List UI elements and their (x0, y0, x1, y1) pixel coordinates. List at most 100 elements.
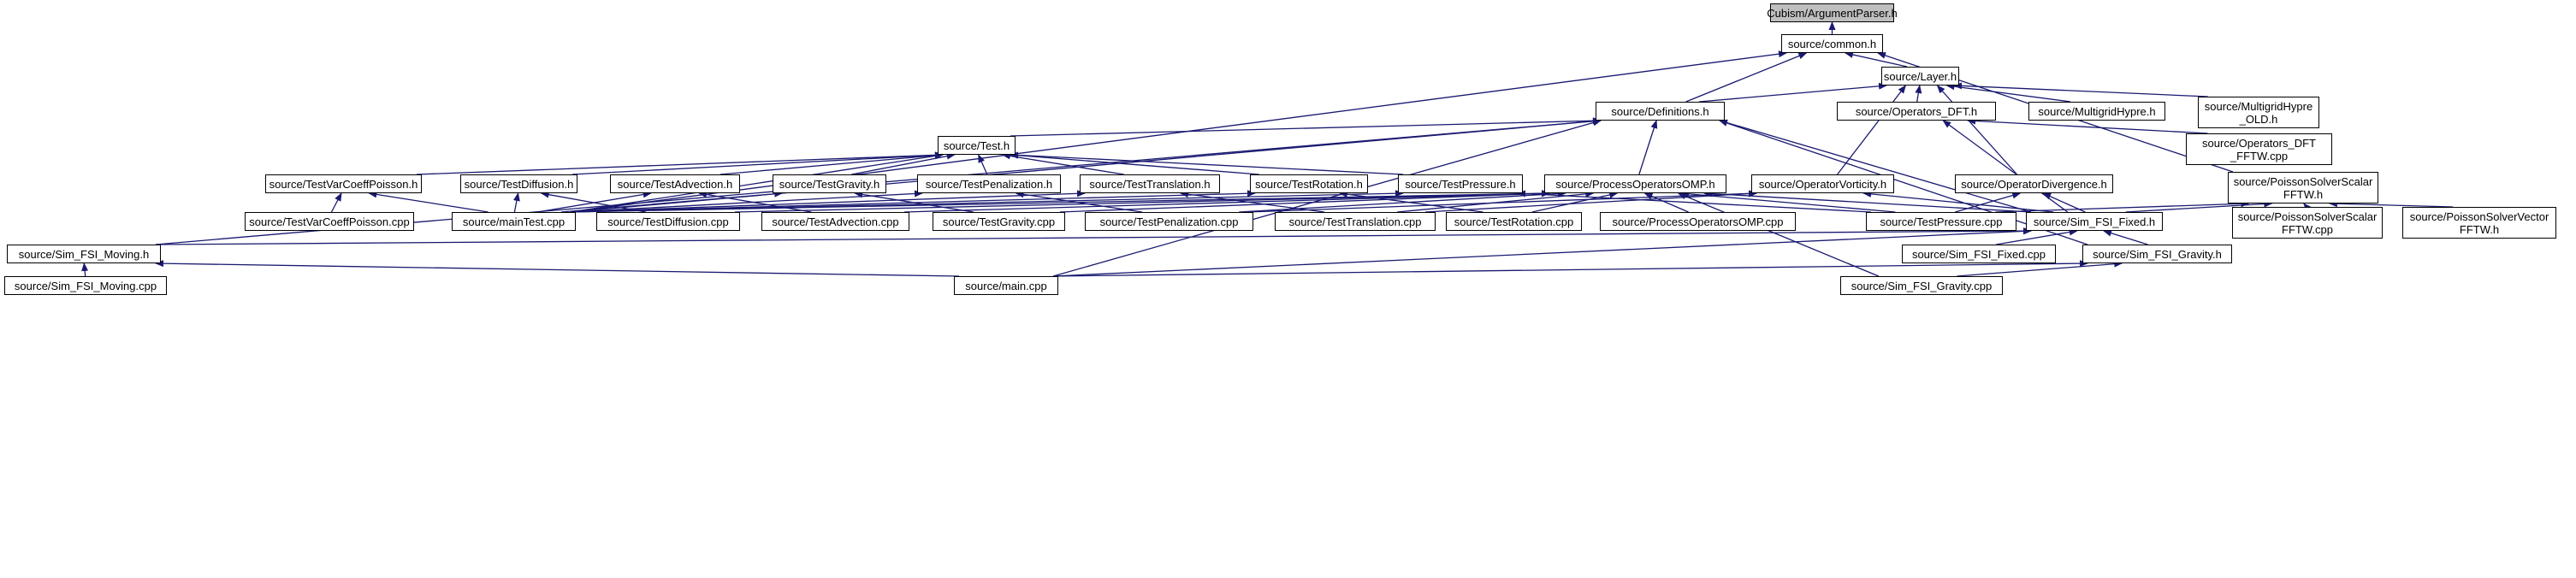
edge-simfixed-to-opvort (1862, 190, 2054, 213)
graph-node-tpencpp[interactable]: source/TestPenalization.cpp (1085, 212, 1253, 231)
graph-node-tdiffcpp[interactable]: source/TestDiffusion.cpp (596, 212, 740, 231)
graph-node-test[interactable]: source/Test.h (938, 136, 1016, 155)
graph-node-opdft[interactable]: source/Operators_DFT.h (1837, 102, 1996, 121)
graph-node-common[interactable]: source/common.h (1781, 34, 1883, 53)
node-label-line: source/Definitions.h (1611, 104, 1709, 118)
edge-tpen-to-test (978, 154, 988, 175)
node-label-line: Cubism/ArgumentParser.h (1767, 6, 1898, 20)
graph-node-tpresscpp[interactable]: source/TestPressure.cpp (1866, 212, 2016, 231)
node-label-line: source/Operators_DFT (2202, 136, 2316, 150)
node-label-line: FFTW.h (2459, 222, 2500, 236)
graph-node-tvccpp[interactable]: source/TestVarCoeffPoisson.cpp (245, 212, 414, 231)
node-label-line: source/TestVarCoeffPoisson.cpp (249, 215, 410, 228)
graph-node-tgravcpp[interactable]: source/TestGravity.cpp (933, 212, 1065, 231)
edge-multigridold-to-layer (1953, 82, 2208, 97)
graph-node-tgrav[interactable]: source/TestGravity.h (773, 174, 886, 193)
edge-psscalarcpp-to-psscalar (2303, 203, 2312, 212)
edge-maintest-to-tvc (368, 191, 489, 213)
node-label-line: source/TestDiffusion.cpp (607, 215, 729, 228)
graph-node-pomp[interactable]: source/ProcessOperatorsOMP.h (1544, 174, 1726, 193)
graph-node-simfixed[interactable]: source/Sim_FSI_Fixed.h (2026, 212, 2163, 231)
edge-tgravcpp-to-pomp (1059, 190, 1550, 213)
graph-node-simmoving[interactable]: source/Sim_FSI_Moving.h (7, 245, 161, 263)
graph-node-tpen[interactable]: source/TestPenalization.h (917, 174, 1061, 193)
graph-node-tpress[interactable]: source/TestPressure.h (1398, 174, 1523, 193)
edge-simfixed-to-psscalar (2125, 200, 2273, 213)
edge-maintest-to-tpen (570, 190, 923, 213)
edge-ttrans-to-test (1001, 152, 1124, 175)
graph-node-trot[interactable]: source/TestRotation.h (1250, 174, 1368, 193)
edge-simfixedcpp-to-simfixed (1996, 228, 2078, 245)
graph-node-tadv[interactable]: source/TestAdvection.h (610, 174, 740, 193)
graph-node-ttrans[interactable]: source/TestTranslation.h (1080, 174, 1220, 193)
edge-layer-to-common (1844, 51, 1908, 68)
graph-node-layer[interactable]: source/Layer.h (1881, 67, 1959, 86)
edge-tadvcpp-to-pomp (903, 190, 1550, 213)
edge-maintest-to-tgrav (560, 190, 784, 213)
edge-simgrav-to-simfixed (2103, 229, 2148, 245)
edge-ttranscpp-to-opvort (1424, 190, 1757, 213)
edge-opdft-to-layer (1915, 85, 1922, 103)
node-label-line: source/TestAdvection.h (617, 177, 733, 191)
edge-tpresscpp-to-opdiv (1955, 192, 2022, 213)
graph-node-main[interactable]: source/main.cpp (954, 276, 1058, 295)
graph-node-opdftcpp[interactable]: source/Operators_DFT_FFTW.cpp (2186, 133, 2332, 165)
edge-maintest-to-tadv (537, 191, 652, 213)
node-label-line: source/PoissonSolverScalar (2233, 174, 2373, 188)
edge-simfixed-to-opdft (1942, 120, 2069, 213)
node-label-line: _FFTW.cpp (2230, 149, 2289, 162)
node-label-line: source/MultigridHypre (2204, 99, 2313, 113)
node-label-line: source/TestDiffusion.h (464, 177, 574, 191)
graph-node-multigridold[interactable]: source/MultigridHypre_OLD.h (2198, 97, 2319, 128)
node-label-line: source/TestPenalization.h (925, 177, 1053, 191)
node-label-line: source/PoissonSolverVector (2409, 209, 2549, 223)
node-label-line: source/TestPressure.h (1405, 177, 1516, 191)
node-label-line: source/mainTest.cpp (462, 215, 566, 228)
edge-opdftcpp-to-opdft (1967, 117, 2208, 134)
graph-node-opvort[interactable]: source/OperatorVorticity.h (1751, 174, 1894, 193)
node-label-line: source/common.h (1787, 37, 1877, 50)
node-label-line: _OLD.h (2239, 112, 2278, 126)
graph-node-simgravcpp[interactable]: source/Sim_FSI_Gravity.cpp (1840, 276, 2003, 295)
graph-node-opdiv[interactable]: source/OperatorDivergence.h (1955, 174, 2113, 193)
graph-node-ttranscpp[interactable]: source/TestTranslation.cpp (1275, 212, 1436, 231)
edge-tpencpp-to-pomp (1239, 190, 1566, 213)
edge-maintest-to-pomp (570, 190, 1550, 213)
edge-main-to-simfixed (1052, 227, 2032, 277)
node-label-line: FFTW.h (2283, 187, 2324, 201)
node-label-line: source/Sim_FSI_Moving.cpp (14, 279, 157, 292)
node-label-line: source/PoissonSolverScalar (2237, 209, 2378, 223)
graph-node-simfixedcpp[interactable]: source/Sim_FSI_Fixed.cpp (1902, 245, 2056, 263)
node-label-line: source/Sim_FSI_Gravity.cpp (1851, 279, 1993, 292)
graph-node-maintest[interactable]: source/mainTest.cpp (452, 212, 576, 231)
node-label-line: source/Sim_FSI_Moving.h (18, 247, 150, 261)
edge-maintest-to-ttrans (570, 190, 1086, 213)
graph-node-multigrid[interactable]: source/MultigridHypre.h (2028, 102, 2165, 121)
node-label-line: source/OperatorVorticity.h (1758, 177, 1887, 191)
graph-node-definitions[interactable]: source/Definitions.h (1596, 102, 1725, 121)
graph-node-trotcpp[interactable]: source/TestRotation.cpp (1446, 212, 1582, 231)
node-label-line: source/Sim_FSI_Fixed.cpp (1911, 247, 2046, 261)
graph-node-tadvcpp[interactable]: source/TestAdvection.cpp (761, 212, 909, 231)
node-label-line: source/TestTranslation.cpp (1288, 215, 1422, 228)
edge-tvc-to-test (416, 151, 944, 175)
edge-simmovingcpp-to-simmoving (81, 262, 89, 277)
node-label-line: source/ProcessOperatorsOMP.cpp (1612, 215, 1784, 228)
graph-node-tvc[interactable]: source/TestVarCoeffPoisson.h (265, 174, 422, 193)
node-label-line: source/OperatorDivergence.h (1961, 177, 2107, 191)
edge-psvector-to-psscalar (2328, 200, 2454, 208)
node-label-line: source/MultigridHypre.h (2038, 104, 2156, 118)
graph-node-tdiff[interactable]: source/TestDiffusion.h (460, 174, 577, 193)
node-label-line: source/Test.h (943, 139, 1010, 152)
graph-node-simgrav[interactable]: source/Sim_FSI_Gravity.h (2082, 245, 2232, 263)
node-label-line: source/Operators_DFT.h (1855, 104, 1978, 118)
graph-node-simmovingcpp[interactable]: source/Sim_FSI_Moving.cpp (4, 276, 167, 295)
edge-main-to-simmoving (155, 260, 960, 277)
graph-node-pompcpp[interactable]: source/ProcessOperatorsOMP.cpp (1600, 212, 1796, 231)
node-label-line: source/TestPressure.cpp (1880, 215, 2003, 228)
edge-test-to-definitions (1010, 117, 1602, 137)
edge-main-to-simgrav (1052, 260, 2088, 277)
